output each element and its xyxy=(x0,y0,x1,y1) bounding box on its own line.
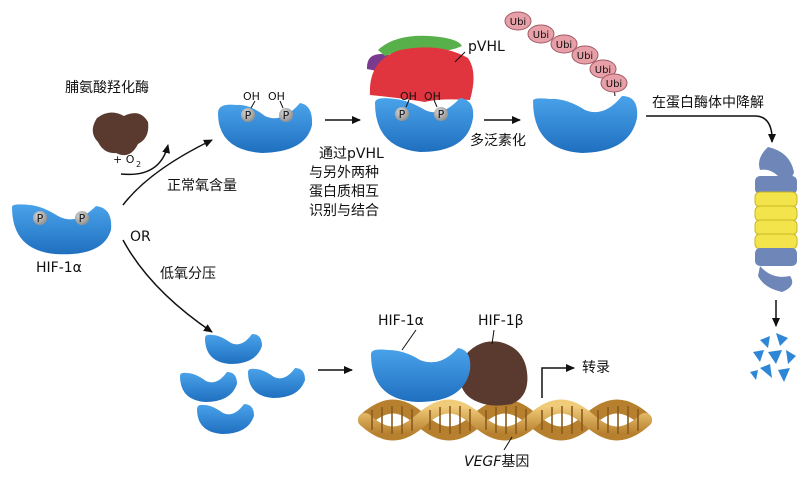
pvhl-desc-line3: 蛋白质相互 xyxy=(309,184,379,200)
svg-text:P: P xyxy=(399,108,406,121)
svg-text:P: P xyxy=(245,109,252,122)
pvhl-desc-line4: 识别与结合 xyxy=(309,203,379,219)
hif1a-complex-label: HIF-1α xyxy=(378,313,424,329)
oxygen-label: + O xyxy=(113,153,135,166)
svg-text:Ubi: Ubi xyxy=(533,30,549,41)
svg-text:P: P xyxy=(37,212,44,225)
oxygen-subscript: 2 xyxy=(136,160,141,169)
svg-text:Ubi: Ubi xyxy=(595,65,611,76)
phospho-site xyxy=(75,211,89,225)
phospho-site xyxy=(33,211,47,225)
hif1b-protein xyxy=(460,341,528,406)
vegf-label-line xyxy=(503,436,513,451)
svg-text:OH: OH xyxy=(400,90,417,103)
hif-complex xyxy=(371,341,528,406)
ubiquitination-label: 多泛素化 xyxy=(470,132,526,149)
hif1a-protein xyxy=(371,348,471,402)
prolyl-hydroxylase xyxy=(92,112,149,156)
transcription-arrow xyxy=(541,364,575,398)
svg-text:OH: OH xyxy=(424,90,441,103)
pvhl-label-line xyxy=(454,51,466,63)
arrow-to-normoxia xyxy=(122,139,213,206)
or-label: OR xyxy=(130,229,151,245)
transcription-label: 转录 xyxy=(582,360,610,376)
hif1a-label-line xyxy=(401,329,417,351)
hydroxylase-label: 脯氨酸羟化酶 xyxy=(65,80,149,96)
degraded-fragments xyxy=(750,333,796,382)
pvhl-desc-line2: 与另外两种 xyxy=(309,165,379,181)
arrow-to-proteasome xyxy=(646,115,776,143)
svg-text:Ubi: Ubi xyxy=(556,40,572,51)
hypoxia-label: 低氧分压 xyxy=(160,266,216,282)
hif1b-label: HIF-1β xyxy=(478,313,524,329)
svg-text:OH: OH xyxy=(268,90,285,103)
proteasome-label: 在蛋白酶体中降解 xyxy=(652,95,764,111)
hif1b-label-line xyxy=(491,329,495,345)
proteasome xyxy=(754,147,798,292)
ubiquitin-chain: Ubi Ubi Ubi Ubi Ubi Ubi xyxy=(504,11,628,93)
hif1a-ubiquitinated xyxy=(533,87,638,153)
pvhl-label: pVHL xyxy=(468,39,505,55)
arrow-to-hypoxia xyxy=(122,239,213,333)
svg-text:OH: OH xyxy=(243,90,260,103)
normoxia-label: 正常氧含量 xyxy=(167,178,237,194)
hif1a-left: P P xyxy=(12,204,112,255)
vegf-gene-label: VEGF基因 xyxy=(464,453,529,470)
svg-text:P: P xyxy=(283,109,290,122)
hif1a-left-label: HIF-1α xyxy=(36,260,82,276)
svg-text:Ubi: Ubi xyxy=(510,17,526,28)
svg-text:P: P xyxy=(79,212,86,225)
hif1a-pool xyxy=(180,334,305,434)
hif1a-hydroxylated: P P OH OH xyxy=(218,90,313,153)
pvhl-complex: P P OH OH xyxy=(366,35,474,152)
svg-text:P: P xyxy=(438,108,445,121)
arrow-oxygen-curve xyxy=(120,144,170,176)
svg-text:Ubi: Ubi xyxy=(606,79,622,90)
vegf-gene-dna xyxy=(358,399,652,441)
pvhl-desc-line1: 通过pVHL xyxy=(319,146,384,162)
svg-text:Ubi: Ubi xyxy=(577,51,593,62)
